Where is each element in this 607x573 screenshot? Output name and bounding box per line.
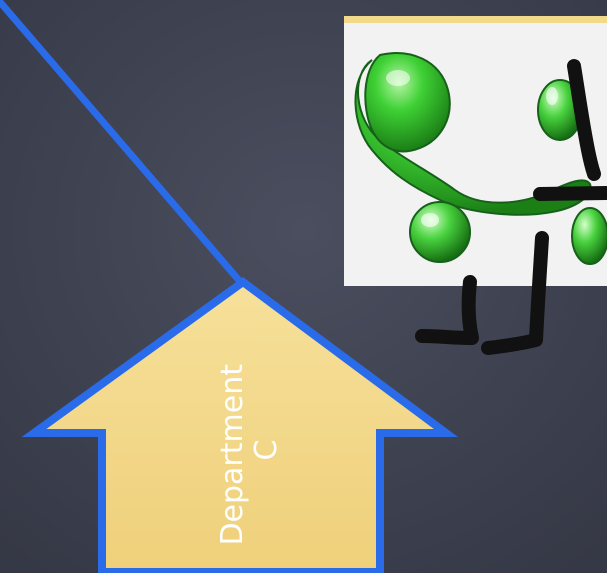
department-label-line2: C xyxy=(249,440,284,461)
hand-drawn-hand xyxy=(540,193,606,194)
department-label-line1: Department xyxy=(215,364,250,546)
logo-card xyxy=(344,16,607,286)
logo-card-top-border xyxy=(344,16,607,23)
